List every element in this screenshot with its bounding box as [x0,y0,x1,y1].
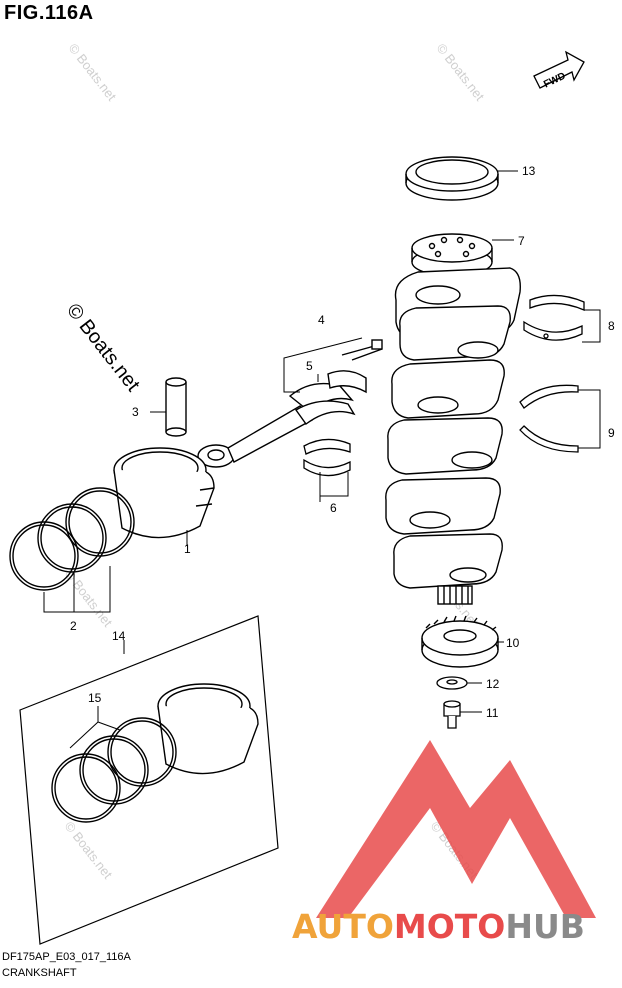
logo-part-moto: MOTO [394,907,505,946]
callout-6: 6 [330,501,337,515]
piston-rings-2 [9,487,135,591]
figure-code: DF175AP_E03_017_116A [2,951,131,963]
watermark-small: © Boats.net [66,41,120,104]
piston-set-box-14 [19,615,279,945]
logo-part-hub: HUB [505,907,585,946]
oil-seal-13 [405,156,499,201]
automotohub-logo-icon [316,740,596,918]
callout-10: 10 [506,636,520,650]
fwd-arrow-icon: FWD [533,50,585,90]
callout-5: 5 [306,359,313,373]
callout-4: 4 [318,313,325,327]
callout-12: 12 [486,677,500,691]
connecting-rod-5 [197,339,383,468]
thrust-bearing-9 [519,384,579,453]
callout-8: 8 [608,319,615,333]
callout-7: 7 [518,234,525,248]
callout-group: 1 2 3 4 5 6 7 8 9 10 11 12 13 14 15 [70,164,615,720]
logo-part-auto: AUTO [292,907,394,946]
callout-1: 1 [184,542,191,556]
callout-9: 9 [608,426,615,440]
washer-12 [436,676,468,690]
callout-2: 2 [70,619,77,633]
bolt-11 [443,700,461,729]
callout-11: 11 [486,706,499,720]
callout-3: 3 [132,405,139,419]
piston-rings-15 [51,717,177,823]
callout-13: 13 [522,164,536,178]
piston-pin-3 [165,377,187,437]
crankshaft-7 [385,233,521,605]
piston-14 [157,683,259,775]
bearing-8 [523,294,585,341]
callout-15: 15 [88,691,102,705]
watermark-small: © Boats.net [62,819,116,882]
figure-title: FIG.116A [4,2,94,24]
piston-1 [113,447,215,539]
gear-10 [421,615,499,668]
bearing-6 [303,438,351,477]
automotohub-logo: AUTOMOTOHUB [292,907,585,946]
figure-name: CRANKSHAFT [2,967,77,979]
watermark-main: © Boats.net [62,300,144,396]
watermark-small: © Boats.net [434,41,488,104]
leader-lines [43,170,601,749]
callout-14: 14 [112,629,126,643]
